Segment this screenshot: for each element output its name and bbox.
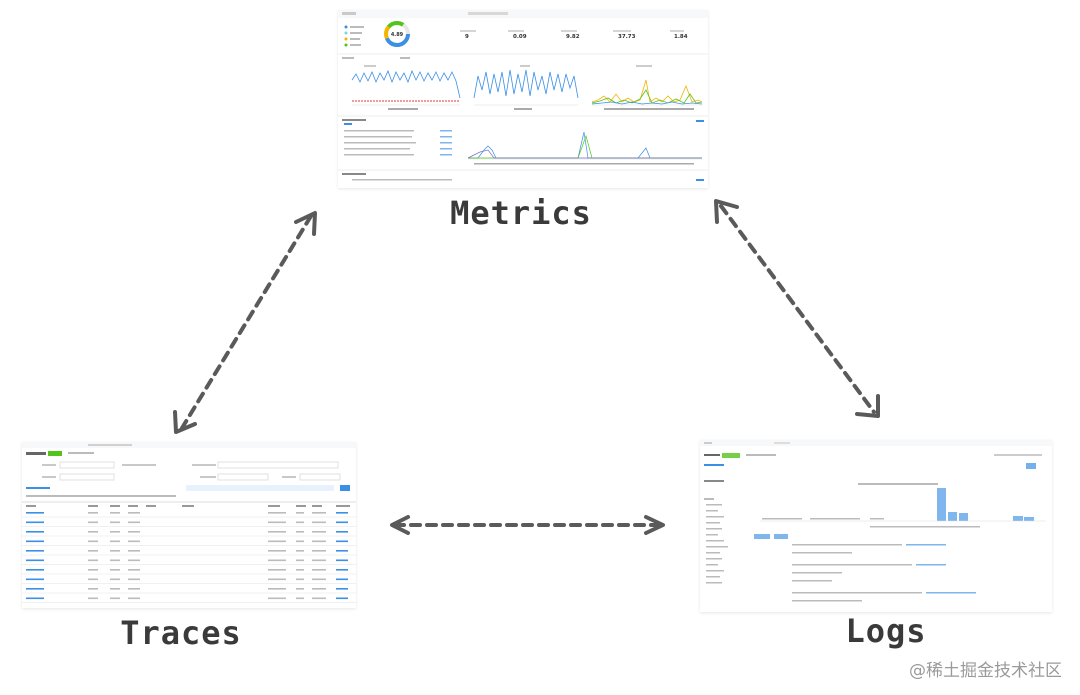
arrowhead-icon (390, 515, 410, 535)
traces-screenshot (22, 442, 356, 608)
stat-value: 9.82 (566, 34, 580, 40)
arrowhead-icon (714, 199, 739, 224)
logs-label: Logs (845, 612, 927, 650)
arrowhead-icon (173, 410, 197, 434)
arrowhead-icon (855, 394, 880, 418)
watermark: @稀土掘金技术社区 (909, 661, 1062, 681)
stat-value: 9 (465, 34, 469, 40)
traces-label: Traces (120, 614, 242, 652)
metrics-logs-arrow (719, 204, 876, 414)
arrowhead-icon (294, 211, 317, 236)
logs-screenshot (700, 440, 1052, 612)
stat-value: 37.73 (618, 34, 636, 40)
metrics-label: Metrics (450, 194, 592, 232)
metrics-screenshot: 4.89 9 0.09 9.82 37.73 1.84 (338, 10, 708, 188)
stat-value: 0.09 (513, 34, 527, 40)
gauge-value: 4.89 (391, 32, 404, 38)
arrowhead-icon (644, 515, 665, 535)
metrics-traces-arrow (180, 214, 313, 430)
stat-value: 1.84 (674, 34, 688, 40)
